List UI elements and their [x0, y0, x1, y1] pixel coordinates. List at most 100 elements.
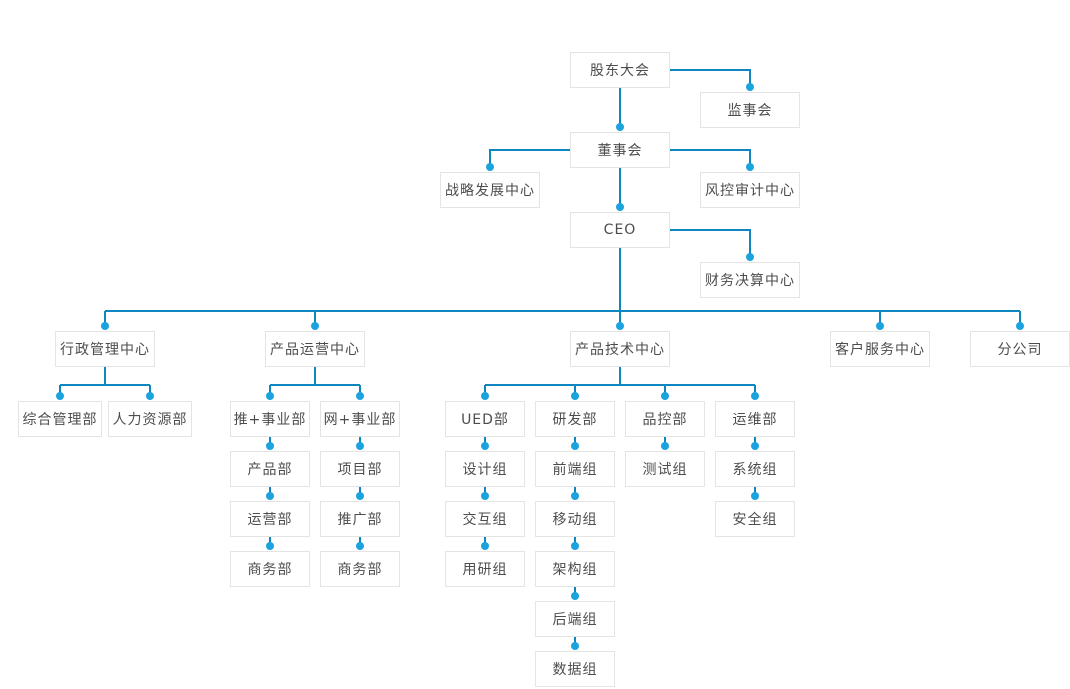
org-node-label: 前端组 — [552, 462, 598, 478]
org-node-label: 品控部 — [642, 412, 688, 428]
org-node-label: 交互组 — [462, 512, 508, 528]
edge-ceo-finance-center — [670, 229, 751, 257]
org-node-label: 架构组 — [552, 562, 598, 578]
connector-dot — [311, 322, 319, 330]
org-node-test-group: 测试组 — [625, 451, 705, 487]
connector-dot — [661, 442, 669, 450]
connector-dot — [571, 392, 579, 400]
connector-dot — [266, 442, 274, 450]
org-node-interaction-group: 交互组 — [445, 501, 525, 537]
org-node-label: 产品运营中心 — [270, 342, 360, 358]
org-node-promotion-dept: 推广部 — [320, 501, 400, 537]
org-node-label: 产品技术中心 — [575, 342, 665, 358]
org-node-label: 人力资源部 — [112, 412, 188, 428]
org-node-project-dept: 项目部 — [320, 451, 400, 487]
connector-dot — [751, 492, 759, 500]
connector-dot — [356, 392, 364, 400]
org-node-label: 综合管理部 — [22, 412, 98, 428]
connector-dot — [481, 492, 489, 500]
edge-fan-product-tech-center — [484, 367, 756, 396]
edge-board-of-directors-risk-audit-center — [670, 149, 751, 167]
org-node-security-group: 安全组 — [715, 501, 795, 537]
org-node-label: 董事会 — [597, 143, 643, 159]
edge-fan-ceo — [104, 248, 1021, 326]
org-node-risk-audit-center: 风控审计中心 — [700, 172, 800, 208]
org-node-ceo: CEO — [570, 212, 670, 248]
org-node-label: 项目部 — [337, 462, 383, 478]
connector-dot — [571, 642, 579, 650]
connector-dot — [481, 542, 489, 550]
org-node-system-group: 系统组 — [715, 451, 795, 487]
org-node-om-dept: 运维部 — [715, 401, 795, 437]
connector-dot — [616, 203, 624, 211]
org-node-product-tech-center: 产品技术中心 — [570, 331, 670, 367]
org-node-label: 推+事业部 — [233, 412, 307, 428]
edge-shareholders-meeting-supervisory-board — [670, 69, 751, 87]
connector-dot — [146, 392, 154, 400]
connector-dot — [571, 492, 579, 500]
org-node-label: 后端组 — [552, 612, 598, 628]
org-node-label: 测试组 — [642, 462, 688, 478]
org-node-label: 网+事业部 — [323, 412, 397, 428]
org-node-label: 商务部 — [247, 562, 293, 578]
connector-dot — [481, 392, 489, 400]
org-node-label: 分公司 — [997, 342, 1043, 358]
connector-dot — [56, 392, 64, 400]
org-node-label: 风控审计中心 — [705, 183, 795, 199]
org-node-tui-business-dept: 推+事业部 — [230, 401, 310, 437]
org-node-ued-dept: UED部 — [445, 401, 525, 437]
org-node-mobile-group: 移动组 — [535, 501, 615, 537]
org-node-business-dept-1: 商务部 — [230, 551, 310, 587]
org-node-general-admin-dept: 综合管理部 — [18, 401, 102, 437]
connector-dot — [356, 442, 364, 450]
org-node-label: 监事会 — [727, 103, 773, 119]
org-node-label: 数据组 — [552, 662, 598, 678]
connector-dot — [101, 322, 109, 330]
org-node-label: 设计组 — [462, 462, 508, 478]
connector-dot — [356, 492, 364, 500]
org-node-qc-dept: 品控部 — [625, 401, 705, 437]
connector-dot — [1016, 322, 1024, 330]
org-node-label: 产品部 — [247, 462, 293, 478]
org-node-frontend-group: 前端组 — [535, 451, 615, 487]
connector-dot — [481, 442, 489, 450]
org-node-label: 战略发展中心 — [445, 183, 535, 199]
org-node-data-group: 数据组 — [535, 651, 615, 687]
org-node-business-dept-2: 商务部 — [320, 551, 400, 587]
org-node-label: 移动组 — [552, 512, 598, 528]
connector-dot — [266, 542, 274, 550]
org-node-strategy-center: 战略发展中心 — [440, 172, 540, 208]
connector-dot — [356, 542, 364, 550]
org-node-label: 财务决算中心 — [705, 273, 795, 289]
org-node-product-ops-center: 产品运营中心 — [265, 331, 365, 367]
connector-dot — [616, 123, 624, 131]
org-node-label: 行政管理中心 — [60, 342, 150, 358]
org-node-operations-dept: 运营部 — [230, 501, 310, 537]
connector-dot — [571, 442, 579, 450]
org-node-user-research-group: 用研组 — [445, 551, 525, 587]
org-node-shareholders-meeting: 股东大会 — [570, 52, 670, 88]
edge-fan-admin-center — [59, 367, 151, 396]
connector-dot — [486, 163, 494, 171]
org-node-label: 客户服务中心 — [835, 342, 925, 358]
connector-dot — [571, 592, 579, 600]
org-node-hr-dept: 人力资源部 — [108, 401, 192, 437]
org-node-label: UED部 — [461, 412, 509, 428]
edge-board-of-directors-strategy-center — [489, 149, 570, 167]
org-node-rd-dept: 研发部 — [535, 401, 615, 437]
org-node-label: 股东大会 — [590, 63, 650, 79]
org-node-label: 安全组 — [732, 512, 778, 528]
org-node-label: 商务部 — [337, 562, 383, 578]
connector-dot — [746, 163, 754, 171]
connector-dot — [876, 322, 884, 330]
org-node-architecture-group: 架构组 — [535, 551, 615, 587]
org-node-design-group: 设计组 — [445, 451, 525, 487]
org-node-wang-business-dept: 网+事业部 — [320, 401, 400, 437]
org-node-branch-company: 分公司 — [970, 331, 1070, 367]
connector-dot — [661, 392, 669, 400]
connector-dot — [266, 492, 274, 500]
org-node-label: 运营部 — [247, 512, 293, 528]
org-node-label: 运维部 — [732, 412, 778, 428]
